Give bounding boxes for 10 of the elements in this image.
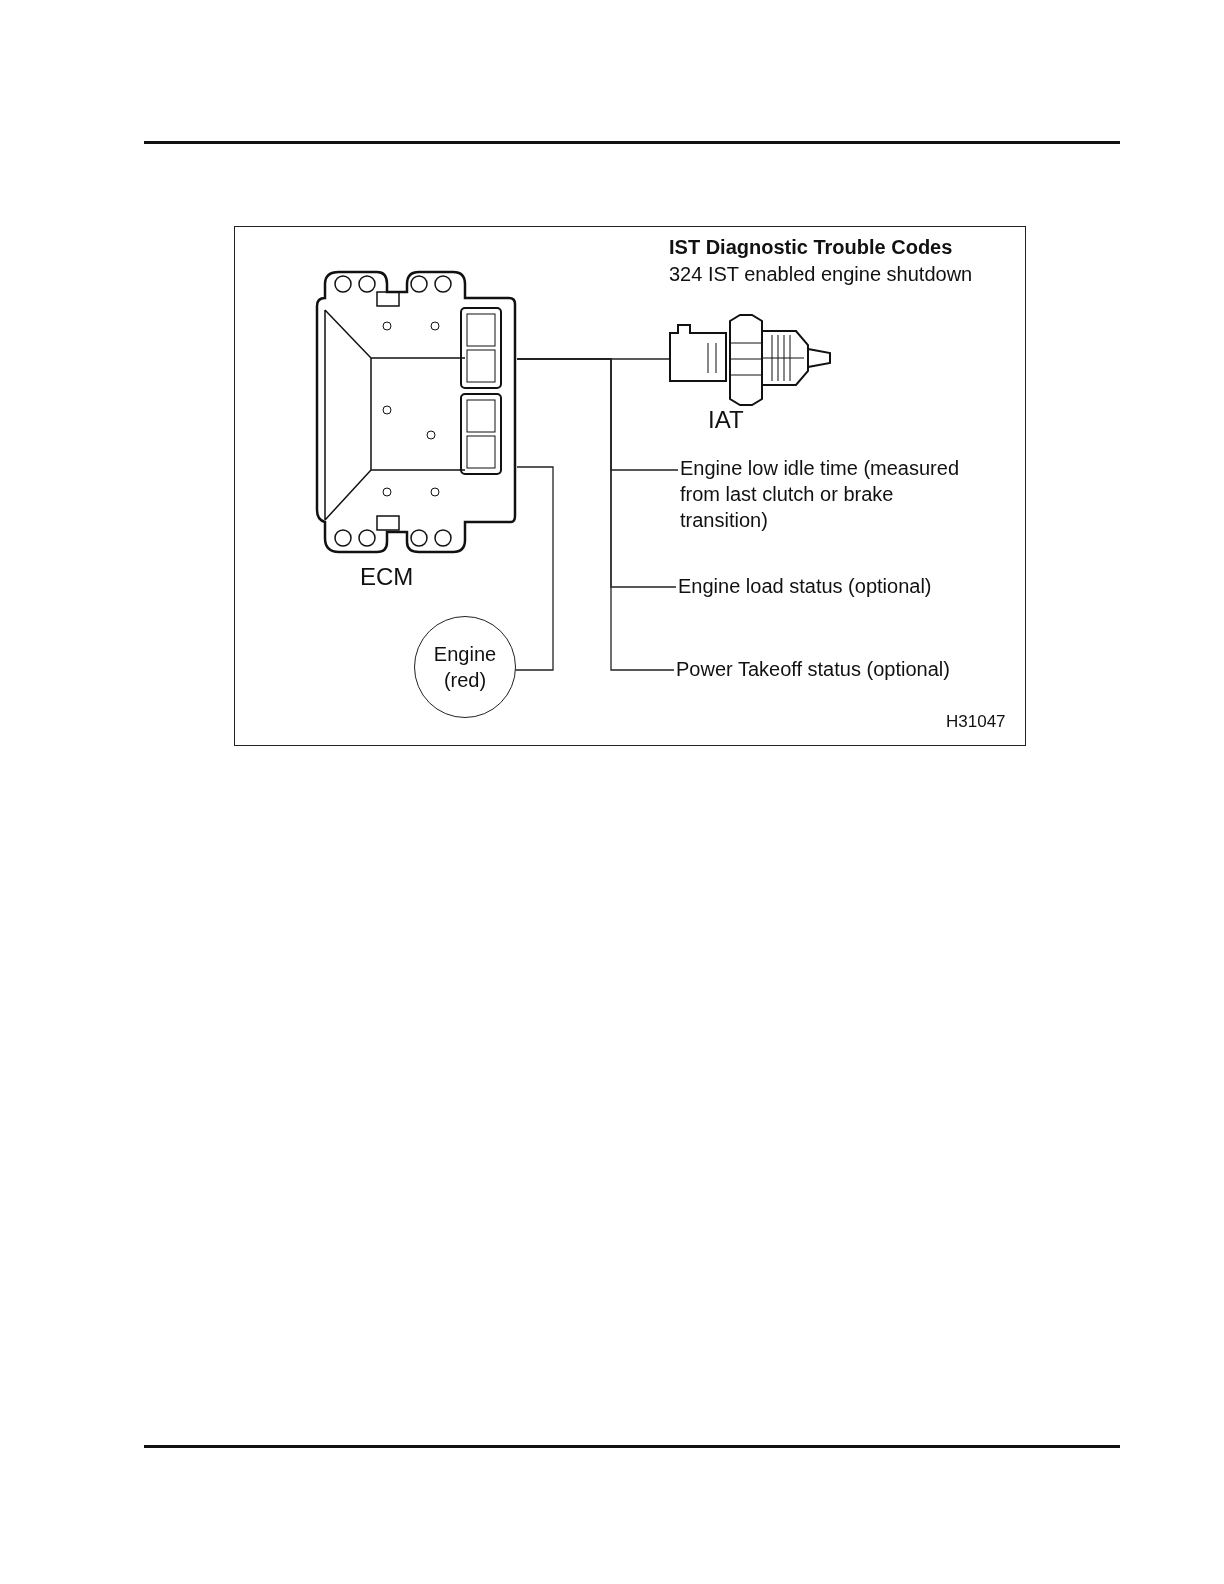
indicator-circle: Engine (red) — [414, 616, 516, 718]
wire — [514, 466, 554, 671]
figure-number: H31047 — [946, 711, 1006, 733]
signal-label: Engine load status (optional) — [678, 574, 932, 599]
trouble-code-text: 324 IST enabled engine shutdown — [669, 262, 973, 287]
component-label: IAT — [708, 405, 744, 435]
figure-title: IST Diagnostic Trouble Codes — [669, 235, 953, 260]
signal-label: Power Takeoff status (optional) — [676, 657, 950, 682]
signal-label: Engine low idle time (measured from last clutch or brake transition) — [680, 456, 961, 533]
component-label: ECM — [360, 562, 414, 592]
